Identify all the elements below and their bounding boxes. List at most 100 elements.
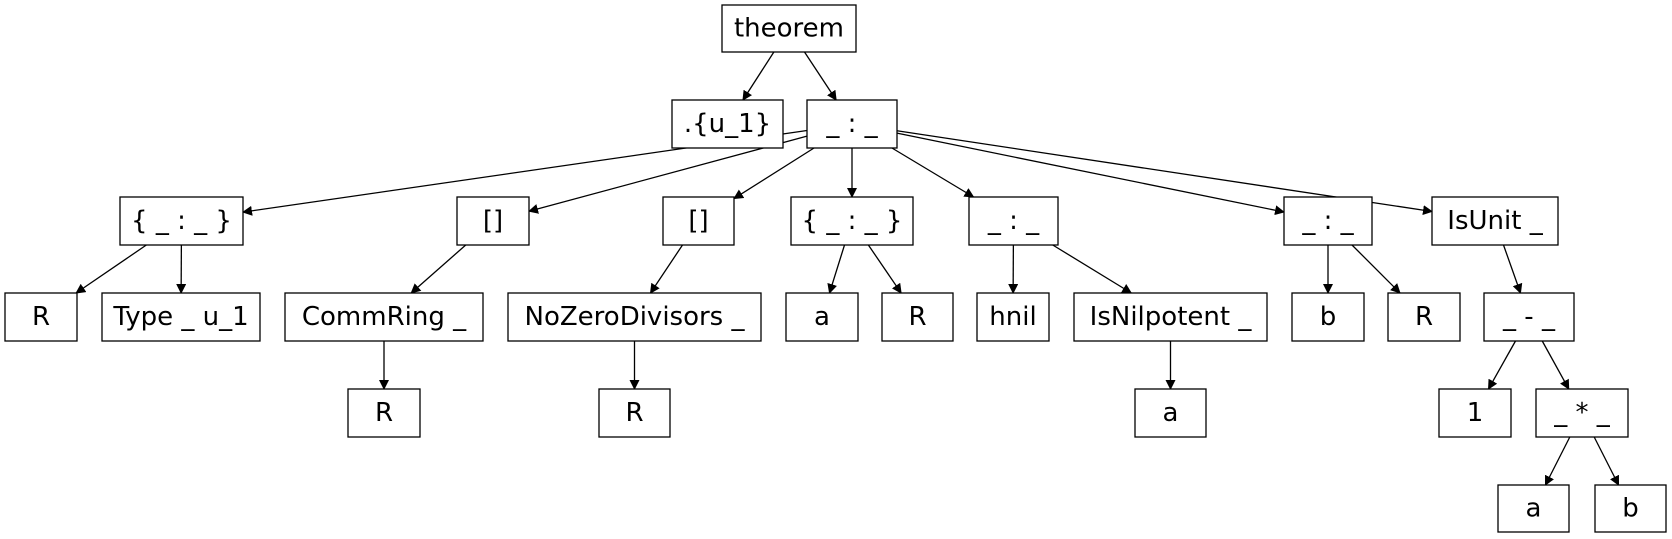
edge (867, 244, 902, 294)
node-box (507, 292, 762, 342)
edge-arrow (803, 51, 837, 101)
node-label: CommRing _ (302, 302, 467, 332)
tree-node: a (1134, 388, 1207, 438)
edge (1541, 340, 1570, 390)
node-box (1291, 292, 1365, 342)
node-box (119, 196, 244, 246)
node-label: R (625, 398, 643, 428)
node-label: b (1622, 494, 1639, 524)
node-label: R (32, 302, 50, 332)
node-label: _ * _ (1553, 398, 1611, 428)
edge-arrow (1487, 340, 1517, 390)
node-label: [] (483, 206, 503, 236)
edge-arrow (528, 135, 808, 214)
node-box (881, 292, 954, 342)
node-label: R (1415, 302, 1433, 332)
edge-arrow (827, 244, 846, 294)
edge (528, 135, 808, 214)
node-label: _ - _ (1502, 302, 1556, 332)
tree-node: _ - _ (1483, 292, 1575, 342)
node-box (1535, 388, 1629, 438)
node-box (284, 292, 484, 342)
node-box (4, 292, 78, 342)
node-label: a (814, 302, 830, 332)
node-box (1594, 484, 1667, 533)
edge-arrow (742, 51, 775, 101)
edge (1052, 244, 1133, 294)
node-label: _ : _ (987, 206, 1040, 236)
node-box (721, 4, 857, 53)
edge-arrow (1351, 244, 1401, 294)
node-label: b (1320, 302, 1337, 332)
tree-node: _ * _ (1535, 388, 1629, 438)
edge-arrow (1052, 244, 1133, 294)
node-label: theorem (734, 14, 844, 44)
edge (742, 51, 775, 101)
tree-node: 1 (1438, 388, 1512, 438)
tree-node: _ : _ (968, 196, 1059, 246)
tree-node: CommRing _ (284, 292, 484, 342)
tree-node: [] (662, 196, 735, 246)
tree-node: R (598, 388, 671, 438)
node-label: R (908, 302, 926, 332)
tree-node: a (785, 292, 859, 342)
node-box (790, 196, 914, 246)
edge (1502, 244, 1523, 294)
edge-arrow (410, 244, 467, 294)
edge (896, 132, 1285, 216)
edge-arrow (1544, 436, 1571, 486)
node-box (806, 99, 898, 149)
edge (75, 244, 147, 294)
node-box (1387, 292, 1461, 342)
edge-arrow (649, 244, 684, 294)
node-label: 1 (1467, 398, 1484, 428)
node-box (662, 196, 735, 246)
node-box (1134, 388, 1207, 438)
edge (410, 244, 467, 294)
tree-node: { _ : _ } (790, 196, 914, 246)
node-label: a (1163, 398, 1179, 428)
edge-arrow (733, 147, 815, 200)
node-box (1431, 196, 1559, 246)
edge-arrow (867, 244, 902, 294)
node-label: .{u_1} (684, 109, 771, 139)
edge (827, 244, 846, 294)
edge (1487, 340, 1517, 390)
tree-node: theorem (721, 4, 857, 53)
tree-node: { _ : _ } (119, 196, 244, 246)
tree-node: IsUnit _ (1431, 196, 1559, 246)
node-box (1497, 484, 1570, 533)
node-box (1438, 388, 1512, 438)
edge-arrow (1502, 244, 1523, 294)
edge (1544, 436, 1571, 486)
node-label: R (375, 398, 393, 428)
node-box (101, 292, 261, 342)
tree-node: R (347, 388, 421, 438)
tree-node: b (1291, 292, 1365, 342)
node-box (598, 388, 671, 438)
node-label: { _ : _ } (131, 206, 232, 236)
node-label: _ : _ (825, 109, 878, 139)
edge-arrow (896, 132, 1285, 216)
node-label: IsUnit _ (1447, 206, 1543, 236)
tree-node: Type _ u_1 (101, 292, 261, 342)
node-label: NoZeroDivisors _ (525, 302, 746, 332)
tree-node: _ : _ (1283, 196, 1373, 246)
node-label: a (1526, 494, 1542, 524)
tree-node: R (4, 292, 78, 342)
tree-node: a (1497, 484, 1570, 533)
edge (803, 51, 837, 101)
tree-node: b (1594, 484, 1667, 533)
node-label: [] (688, 206, 708, 236)
edge-arrow (891, 147, 975, 198)
node-label: { _ : _ } (802, 206, 903, 236)
node-box (671, 99, 784, 149)
edge-arrow (75, 244, 147, 294)
node-box (1283, 196, 1373, 246)
edge (1351, 244, 1401, 294)
edge (649, 244, 684, 294)
tree-node: R (1387, 292, 1461, 342)
tree-node: IsNilpotent _ (1073, 292, 1268, 342)
node-label: IsNilpotent _ (1090, 302, 1253, 332)
